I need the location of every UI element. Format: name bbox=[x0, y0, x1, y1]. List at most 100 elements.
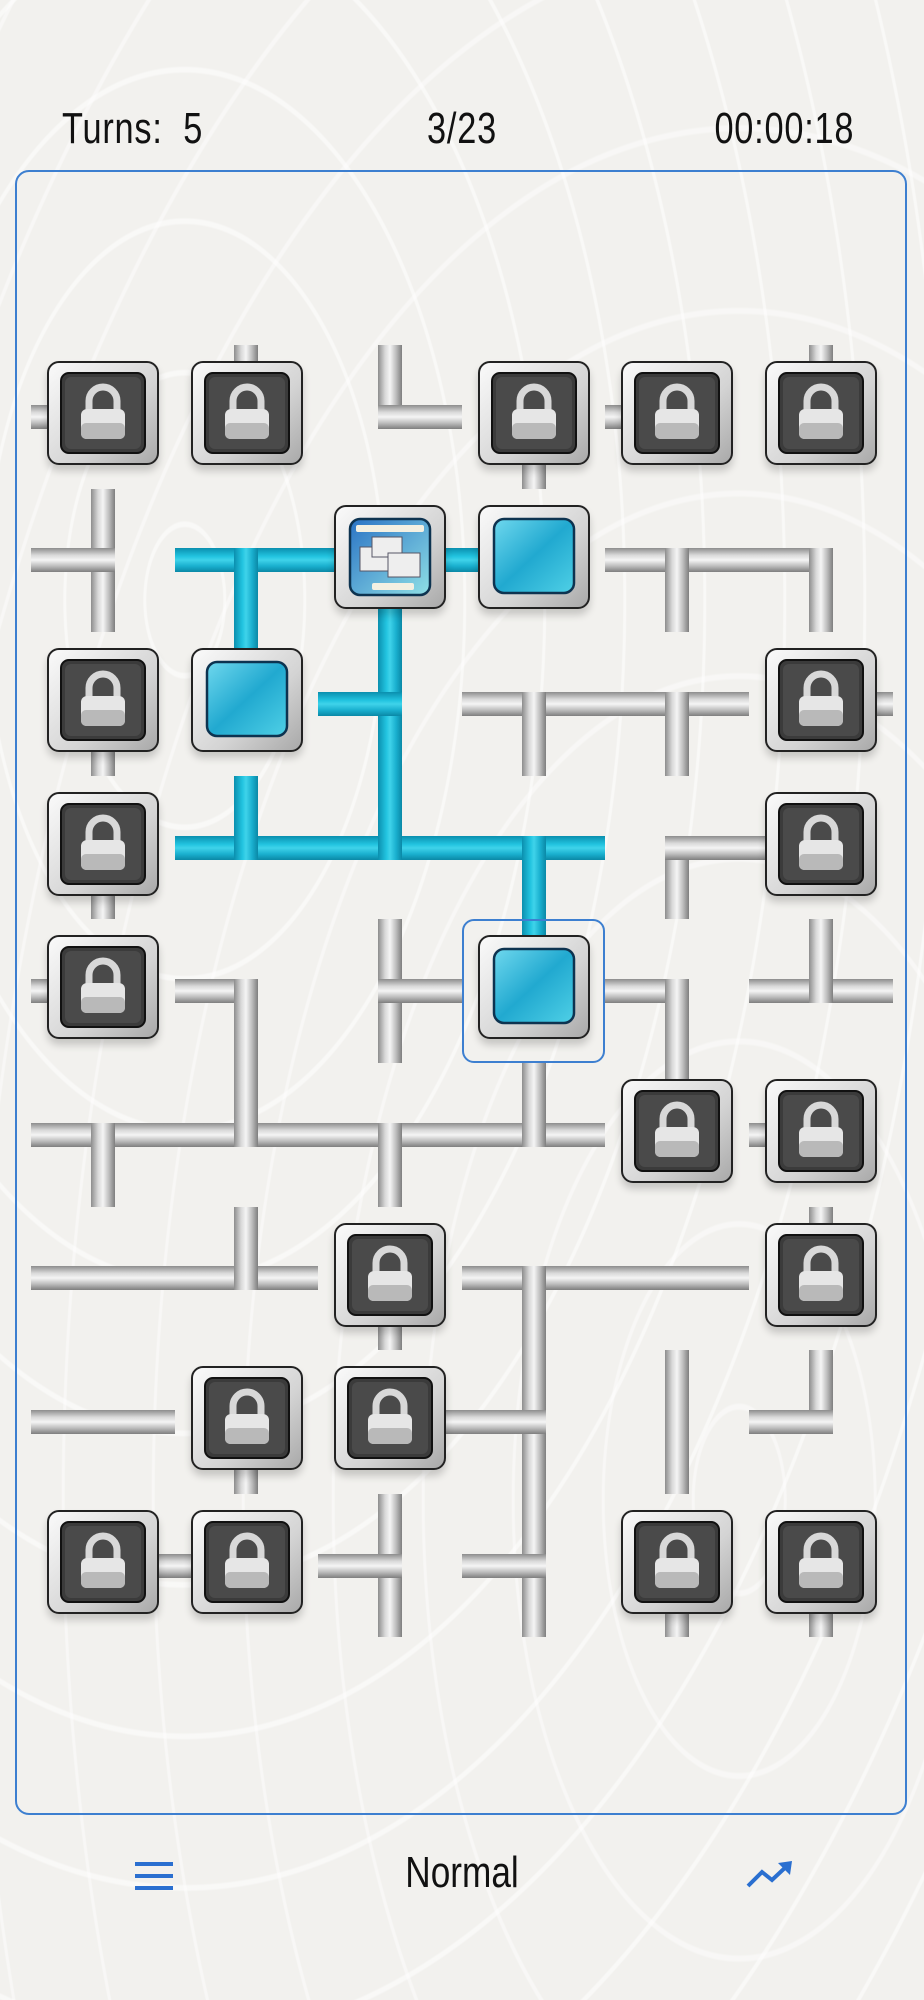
pipe-tile-r2c4[interactable] bbox=[605, 632, 749, 776]
pipe-segment-E bbox=[377, 404, 462, 429]
lock-icon bbox=[47, 648, 159, 753]
locked-terminal-tile-r4c0[interactable] bbox=[31, 919, 175, 1063]
pipe-segment-S bbox=[665, 691, 690, 776]
pipe-tile-r4c2[interactable] bbox=[318, 919, 462, 1063]
puzzle-grid bbox=[31, 345, 893, 1638]
pipe-segment-N bbox=[808, 919, 833, 1004]
pipe-tile-r4c4[interactable] bbox=[605, 919, 749, 1063]
pipe-segment-S bbox=[665, 1409, 690, 1494]
locked-terminal-tile-r0c0[interactable] bbox=[31, 345, 175, 489]
selection-outline bbox=[461, 919, 606, 1063]
pipe-tile-r2c2[interactable] bbox=[318, 632, 462, 776]
pipe-segment-W bbox=[318, 1553, 402, 1578]
computer-terminal-tile-r2c1[interactable] bbox=[175, 632, 319, 776]
pipe-segment-N bbox=[234, 1063, 259, 1147]
locked-terminal-tile-r0c4[interactable] bbox=[605, 345, 749, 489]
pipe-tile-r3c3[interactable] bbox=[461, 776, 606, 920]
locked-terminal-tile-r6c5[interactable] bbox=[749, 1206, 893, 1351]
computer-terminal-tile-r1c3[interactable] bbox=[461, 489, 606, 633]
lock-icon bbox=[190, 1509, 303, 1614]
locked-terminal-tile-r8c0[interactable] bbox=[31, 1494, 175, 1638]
pipe-tile-r3c1[interactable] bbox=[174, 775, 319, 920]
pipe-segment-E bbox=[665, 835, 749, 860]
pipe-tile-r6c0[interactable] bbox=[31, 1207, 175, 1351]
pipe-tile-r2c3[interactable] bbox=[461, 632, 606, 776]
server-tile-r1c2[interactable] bbox=[318, 489, 462, 633]
pipe-segment-W bbox=[749, 1409, 833, 1434]
trending-up-icon[interactable] bbox=[746, 1860, 794, 1895]
pipe-segment-E bbox=[665, 1266, 749, 1291]
pipe-tile-r1c5[interactable] bbox=[749, 489, 893, 633]
pipe-segment-E bbox=[90, 1266, 175, 1291]
pipe-segment-S bbox=[90, 1122, 115, 1207]
locked-terminal-tile-r3c5[interactable] bbox=[749, 776, 893, 920]
pipe-tile-r7c0[interactable] bbox=[31, 1350, 175, 1494]
pipe-tile-r8c2[interactable] bbox=[318, 1493, 462, 1638]
locked-terminal-tile-r0c3[interactable] bbox=[462, 345, 606, 489]
pipe-segment-S bbox=[234, 548, 259, 633]
pipe-tile-r1c0[interactable] bbox=[31, 488, 175, 633]
lock-icon bbox=[477, 361, 590, 465]
locked-terminal-tile-r5c5[interactable] bbox=[749, 1063, 893, 1207]
lock-icon bbox=[765, 791, 877, 896]
pipe-tile-r4c5[interactable] bbox=[749, 919, 893, 1063]
locked-terminal-tile-r3c0[interactable] bbox=[31, 776, 175, 920]
pipe-tile-r5c3[interactable] bbox=[461, 1063, 606, 1207]
pipe-tile-r3c4[interactable] bbox=[605, 776, 749, 920]
lock-icon bbox=[765, 361, 877, 465]
locked-terminal-tile-r8c1[interactable] bbox=[174, 1494, 319, 1638]
pipe-segment-W bbox=[318, 691, 402, 716]
lock-icon bbox=[765, 1222, 877, 1327]
turns-counter: Turns: 5 bbox=[62, 104, 204, 153]
pipe-tile-r7c3[interactable] bbox=[461, 1350, 606, 1494]
pipe-segment-N bbox=[521, 1063, 546, 1147]
lock-icon bbox=[47, 1509, 159, 1614]
pipe-segment-W bbox=[461, 1409, 546, 1434]
locked-terminal-tile-r0c1[interactable] bbox=[175, 345, 319, 489]
lock-icon bbox=[190, 1366, 303, 1471]
pipe-tile-r6c4[interactable] bbox=[605, 1207, 749, 1351]
pipe-tile-r5c1[interactable] bbox=[174, 1063, 319, 1207]
pipe-segment-W bbox=[461, 1553, 546, 1578]
pipe-tile-r8c3[interactable] bbox=[461, 1493, 606, 1638]
locked-terminal-tile-r8c5[interactable] bbox=[749, 1494, 893, 1638]
pipe-segment-N bbox=[234, 775, 259, 860]
lock-icon bbox=[334, 1366, 447, 1471]
locked-terminal-tile-r7c2[interactable] bbox=[318, 1350, 462, 1494]
pipe-segment-S bbox=[521, 691, 546, 776]
pipe-tile-r3c2[interactable] bbox=[318, 775, 462, 920]
computer-terminal-tile-r4c3[interactable] bbox=[461, 919, 606, 1063]
pipe-tile-r1c4[interactable] bbox=[605, 489, 749, 633]
locked-terminal-tile-r2c5[interactable] bbox=[749, 632, 893, 776]
locked-terminal-tile-r8c4[interactable] bbox=[605, 1494, 749, 1638]
pipe-tile-r0c2[interactable] bbox=[318, 345, 462, 489]
pipe-tile-r7c4[interactable] bbox=[605, 1350, 749, 1494]
lock-icon bbox=[765, 1079, 877, 1183]
lock-icon bbox=[621, 361, 734, 465]
pipe-tile-r4c1[interactable] bbox=[174, 919, 319, 1063]
locked-terminal-tile-r6c2[interactable] bbox=[318, 1207, 462, 1351]
lock-icon bbox=[47, 791, 159, 896]
lock-icon bbox=[621, 1509, 734, 1614]
computer-screen-icon bbox=[477, 504, 590, 609]
pipe-segment-N bbox=[234, 1206, 259, 1291]
locked-terminal-tile-r0c5[interactable] bbox=[749, 345, 893, 489]
pipe-tile-r7c5[interactable] bbox=[749, 1350, 893, 1494]
hamburger-menu-icon[interactable] bbox=[133, 1860, 175, 1897]
pipe-segment-S bbox=[665, 548, 690, 633]
pipe-segment-S bbox=[808, 548, 833, 633]
pipe-tile-r6c3[interactable] bbox=[461, 1207, 606, 1351]
locked-terminal-tile-r5c4[interactable] bbox=[605, 1063, 749, 1207]
locked-terminal-tile-r2c0[interactable] bbox=[31, 632, 175, 776]
pipe-tile-r5c2[interactable] bbox=[318, 1063, 462, 1207]
pipe-segment-S bbox=[521, 1266, 546, 1351]
locked-terminal-tile-r7c1[interactable] bbox=[175, 1350, 319, 1494]
pipe-tile-r5c0[interactable] bbox=[31, 1063, 175, 1207]
lock-icon bbox=[621, 1079, 734, 1183]
server-icon bbox=[334, 504, 447, 609]
difficulty-mode-label[interactable]: Normal bbox=[405, 1848, 519, 1897]
pipe-tile-r6c1[interactable] bbox=[174, 1206, 319, 1351]
pipe-tile-r1c1[interactable] bbox=[174, 489, 319, 633]
computer-screen-icon bbox=[190, 648, 303, 753]
pipe-segment-S bbox=[521, 835, 546, 920]
